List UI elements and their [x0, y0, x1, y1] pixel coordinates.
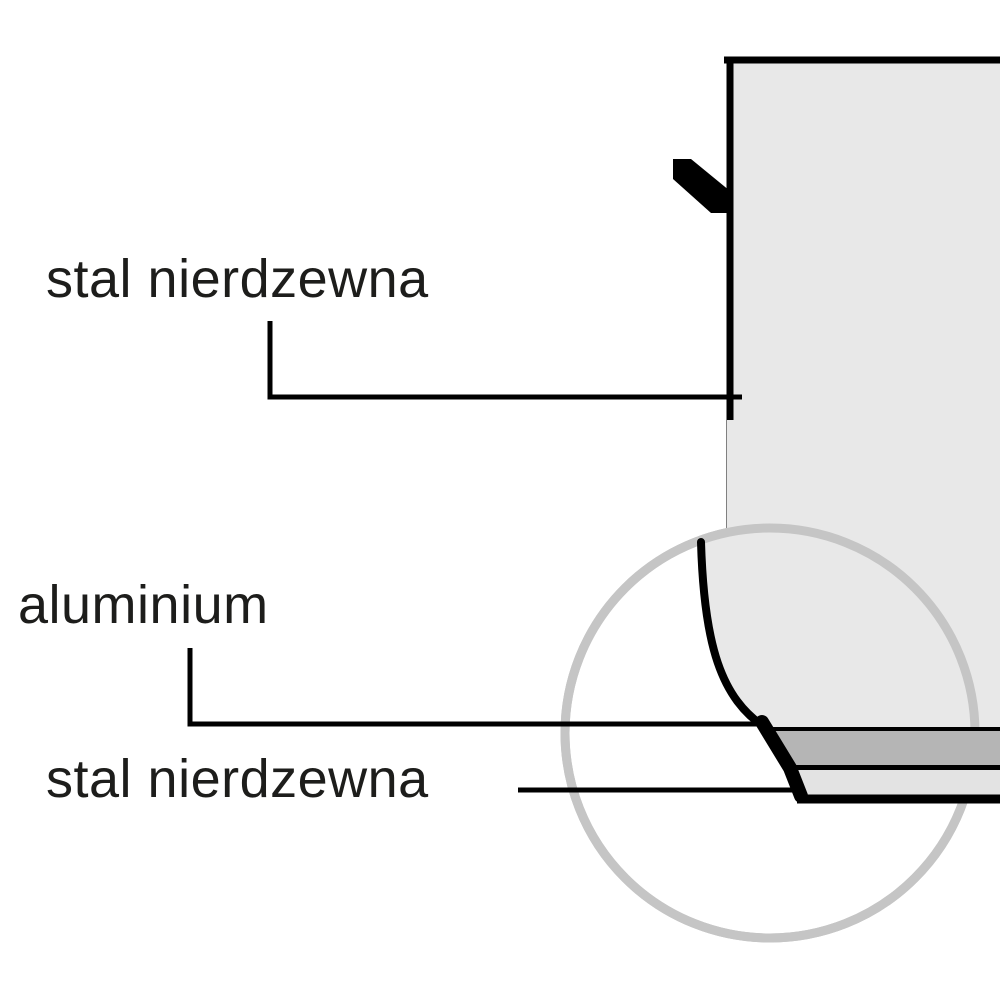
zoom-pot-interior: [702, 420, 1000, 729]
label-bottom-steel: stal nierdzewna: [46, 749, 429, 809]
leader-line-wall-steel: [267, 321, 742, 400]
pot-wall-curve: [697, 538, 770, 732]
steel-bottom-cap: [789, 770, 1000, 799]
corner-outline: [755, 715, 808, 803]
aluminum-layer: [768, 731, 1000, 766]
label-aluminum-core: aluminium: [18, 575, 269, 635]
pot-handle: [673, 159, 730, 213]
label-wall-steel: stal nierdzewna: [46, 249, 429, 309]
leader-line-aluminum: [187, 648, 766, 727]
